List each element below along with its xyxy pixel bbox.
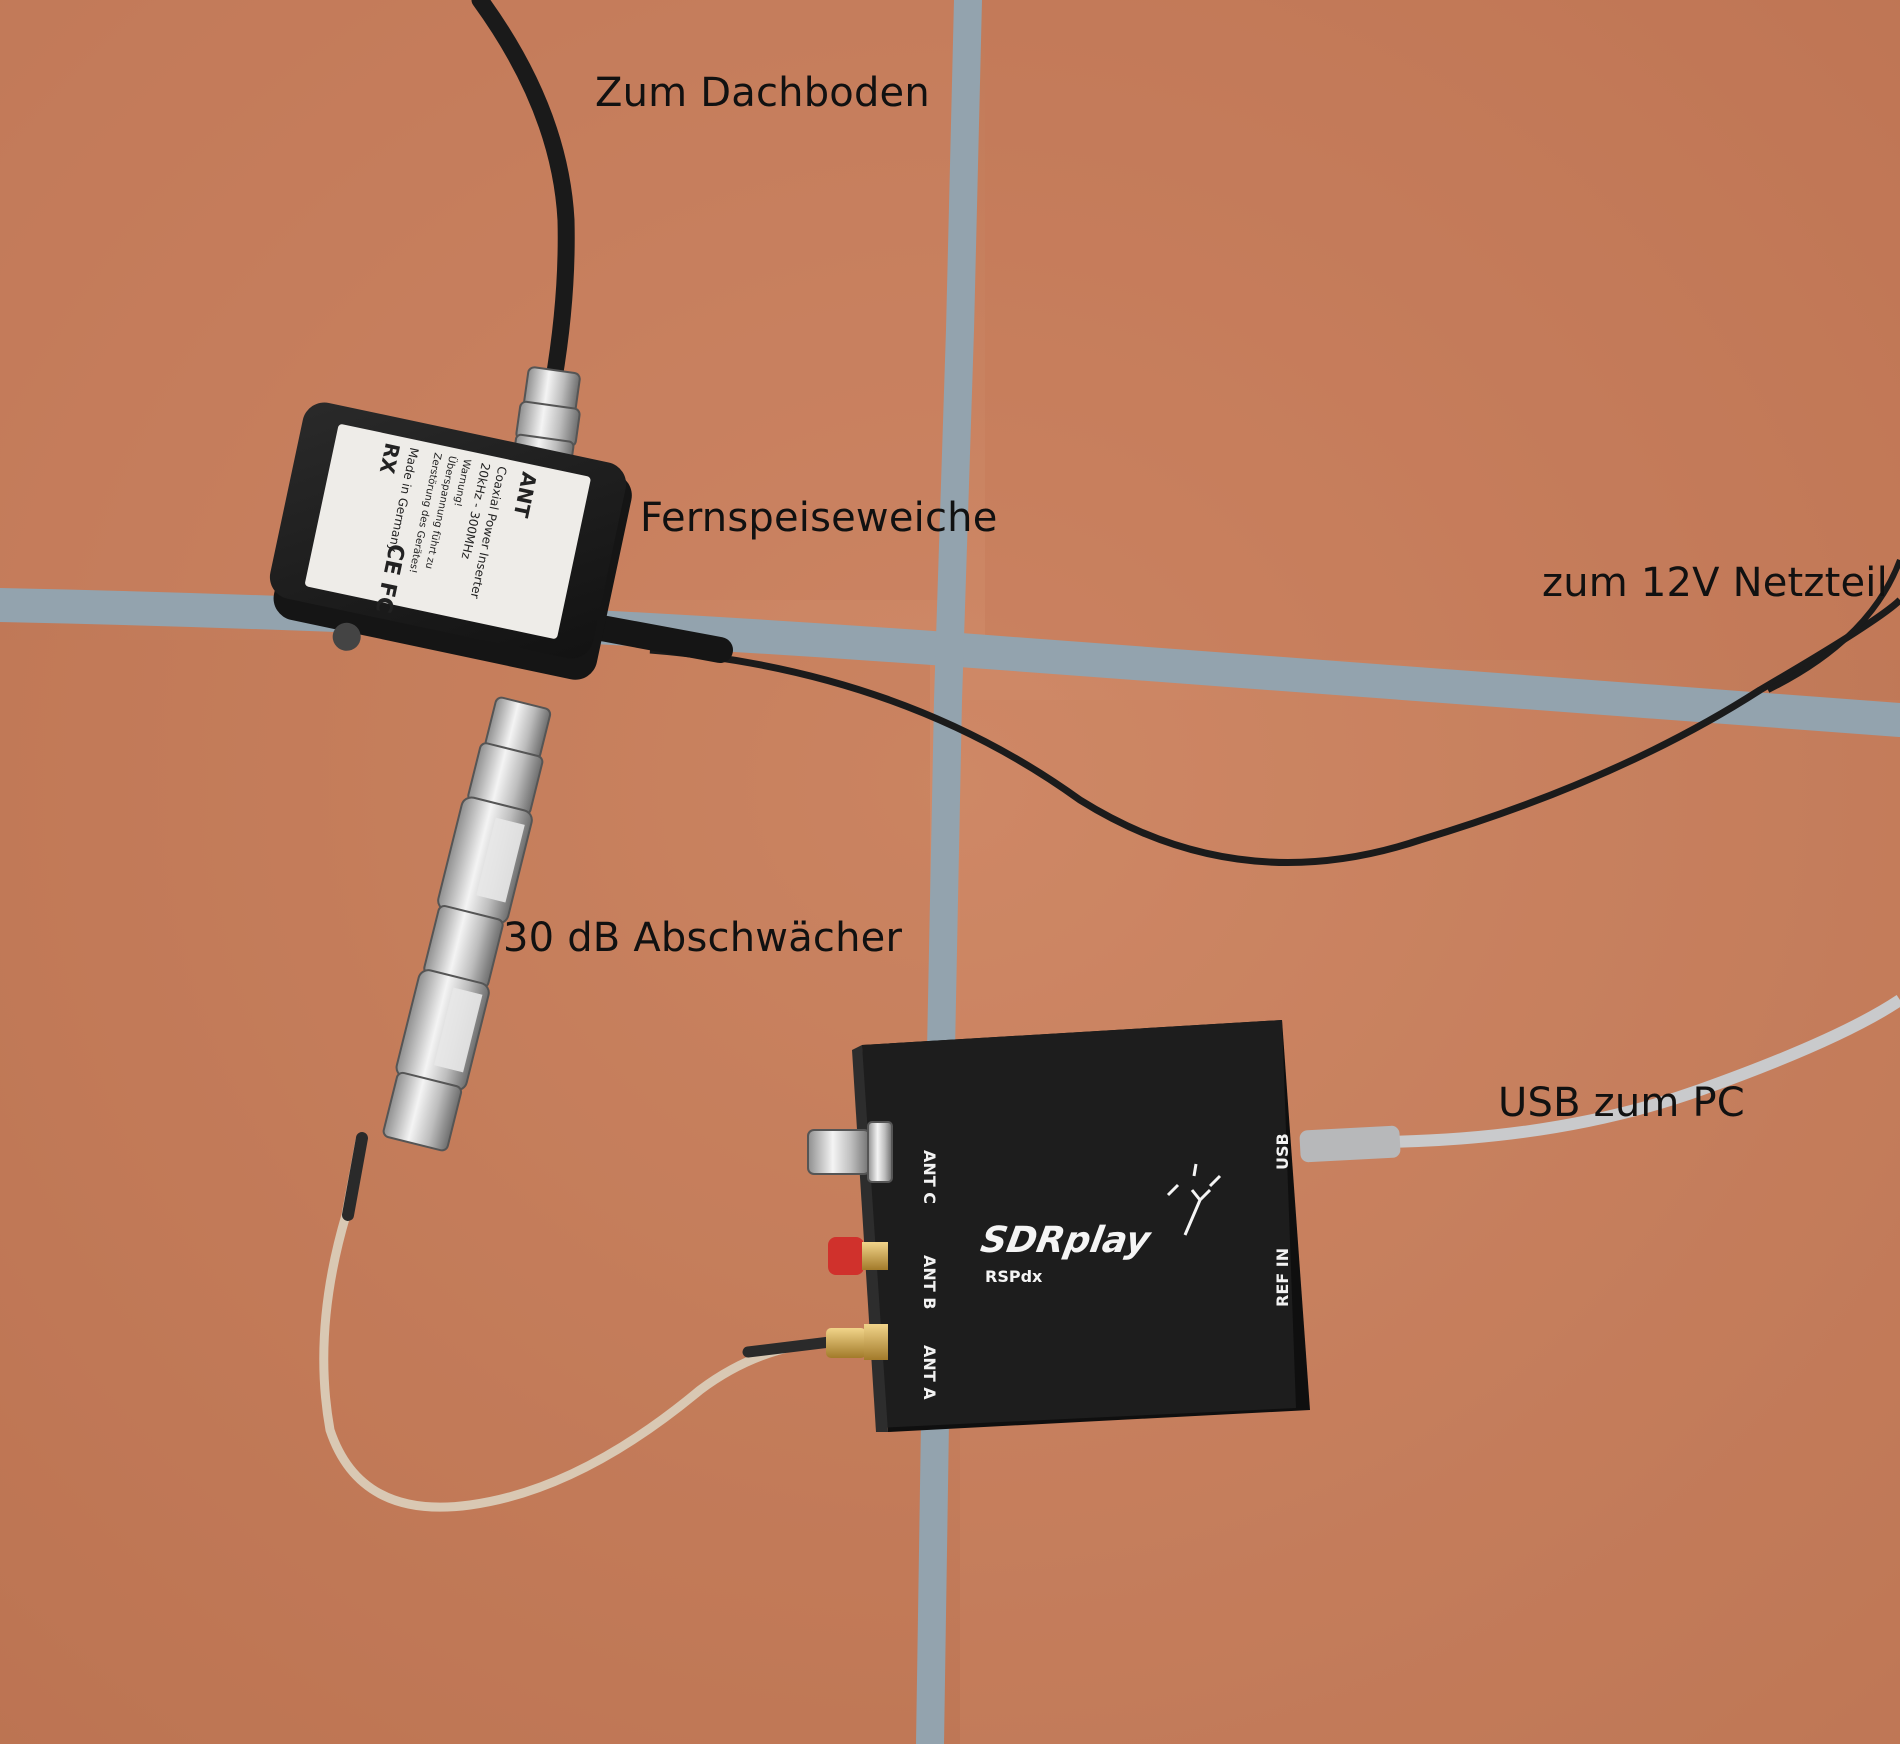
power-supply-cable [649, 597, 1900, 866]
label-fernspeiseweiche: Fernspeiseweiche [640, 495, 998, 541]
port-label-ant-c: ANT C [920, 1150, 939, 1204]
ant-a-sma-port [826, 1324, 888, 1360]
sma-coax-cable [319, 1135, 835, 1512]
sdrplay-receiver: ANT C ANT B ANT A USB REF IN SDRplay RSP… [852, 1020, 1310, 1432]
inserter-label-sticker [305, 424, 591, 639]
port-label-ant-a: ANT A [920, 1345, 939, 1400]
port-label-ref-in: REF IN [1273, 1248, 1292, 1307]
label-usb-zum-pc: USB zum PC [1498, 1080, 1745, 1126]
attenuator-stack [382, 696, 552, 1152]
ant-b-sma-port-red-cap [828, 1237, 888, 1275]
attic-coax-cable [471, 0, 575, 399]
sdrplay-logo-antenna-icon [1166, 1163, 1222, 1236]
ant-c-bnc-port [807, 1121, 893, 1183]
rspdx-model-label: RSPdx [985, 1267, 1043, 1286]
label-zum-dachboden: Zum Dachboden [595, 70, 930, 116]
power-inserter-box: ANT Coaxial Power Inserter 20kHz - 300MH… [269, 402, 632, 680]
dc-plug [583, 614, 733, 663]
port-label-ant-b: ANT B [920, 1255, 939, 1309]
usb-cable [1379, 995, 1900, 1148]
label-zum-12v-netzteil: zum 12V Netzteil [1542, 560, 1888, 606]
label-30-db-abschwaecher: 30 dB Abschwächer [503, 915, 903, 961]
sdrplay-logo-text: SDRplay [978, 1218, 1155, 1261]
port-label-usb: USB [1273, 1133, 1292, 1170]
usb-plug [1299, 1125, 1401, 1163]
